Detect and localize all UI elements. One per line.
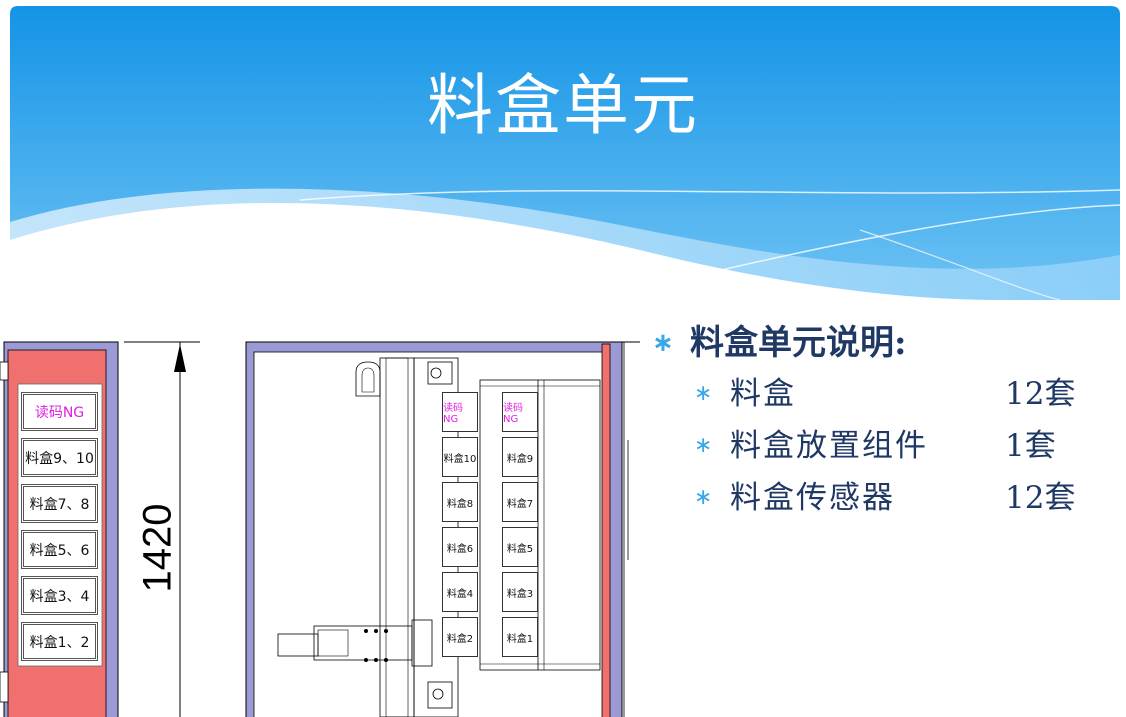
description-panel: ∗ 料盒单元说明: ∗ 料盒 12套 ∗ 料盒放置组件 1套 ∗ 料盒传感器 12套 [652,318,1112,524]
item-qty: 1套 [1005,428,1056,464]
box-slot: 料盒3 [502,572,538,612]
box-slot: 料盒1、2 [21,622,98,661]
dimension-label: 1420 [135,503,180,593]
description-item: ∗ 料盒放置组件 1套 [652,420,1112,472]
bullet-asterisk-icon: ∗ [694,485,713,510]
box-slot: 料盒5 [502,527,538,567]
read-ng-slot: 读码NG [502,392,538,432]
bullet-asterisk-icon: ∗ [652,328,674,358]
box-slot: 料盒8 [442,482,478,522]
box-slot: 料盒6 [442,527,478,567]
item-qty: 12套 [1005,376,1076,412]
item-name: 料盒 [730,376,796,412]
box-slot: 料盒5、6 [21,530,98,569]
description-heading: ∗ 料盒单元说明: [652,318,1112,368]
box-slot: 料盒7、8 [21,484,98,523]
description-heading-text: 料盒单元说明: [690,323,907,363]
box-slot: 料盒3、4 [21,576,98,615]
slide-title: 料盒单元 [427,67,699,144]
box-slot: 料盒1 [502,617,538,657]
read-ng-slot: 读码NG [21,392,98,431]
description-item: ∗ 料盒 12套 [652,368,1112,420]
bullet-asterisk-icon: ∗ [694,381,713,406]
box-slot: 料盒7 [502,482,538,522]
bullet-asterisk-icon: ∗ [694,433,713,458]
header-banner [0,6,1126,310]
box-slot: 料盒9、10 [21,438,98,477]
box-slot: 料盒9 [502,437,538,477]
cad-drawing: 读码NG 料盒9、10 料盒7、8 料盒5、6 料盒3、4 料盒1、2 读码NG 料盒10 料… [0,330,640,717]
description-item: ∗ 料盒传感器 12套 [652,472,1112,524]
box-slot: 料盒2 [442,617,478,657]
read-ng-slot: 读码NG [442,392,478,432]
box-slot: 料盒4 [442,572,478,612]
item-qty: 12套 [1005,480,1076,516]
box-slot: 料盒10 [442,437,478,477]
item-name: 料盒放置组件 [730,428,928,464]
item-name: 料盒传感器 [730,480,895,516]
